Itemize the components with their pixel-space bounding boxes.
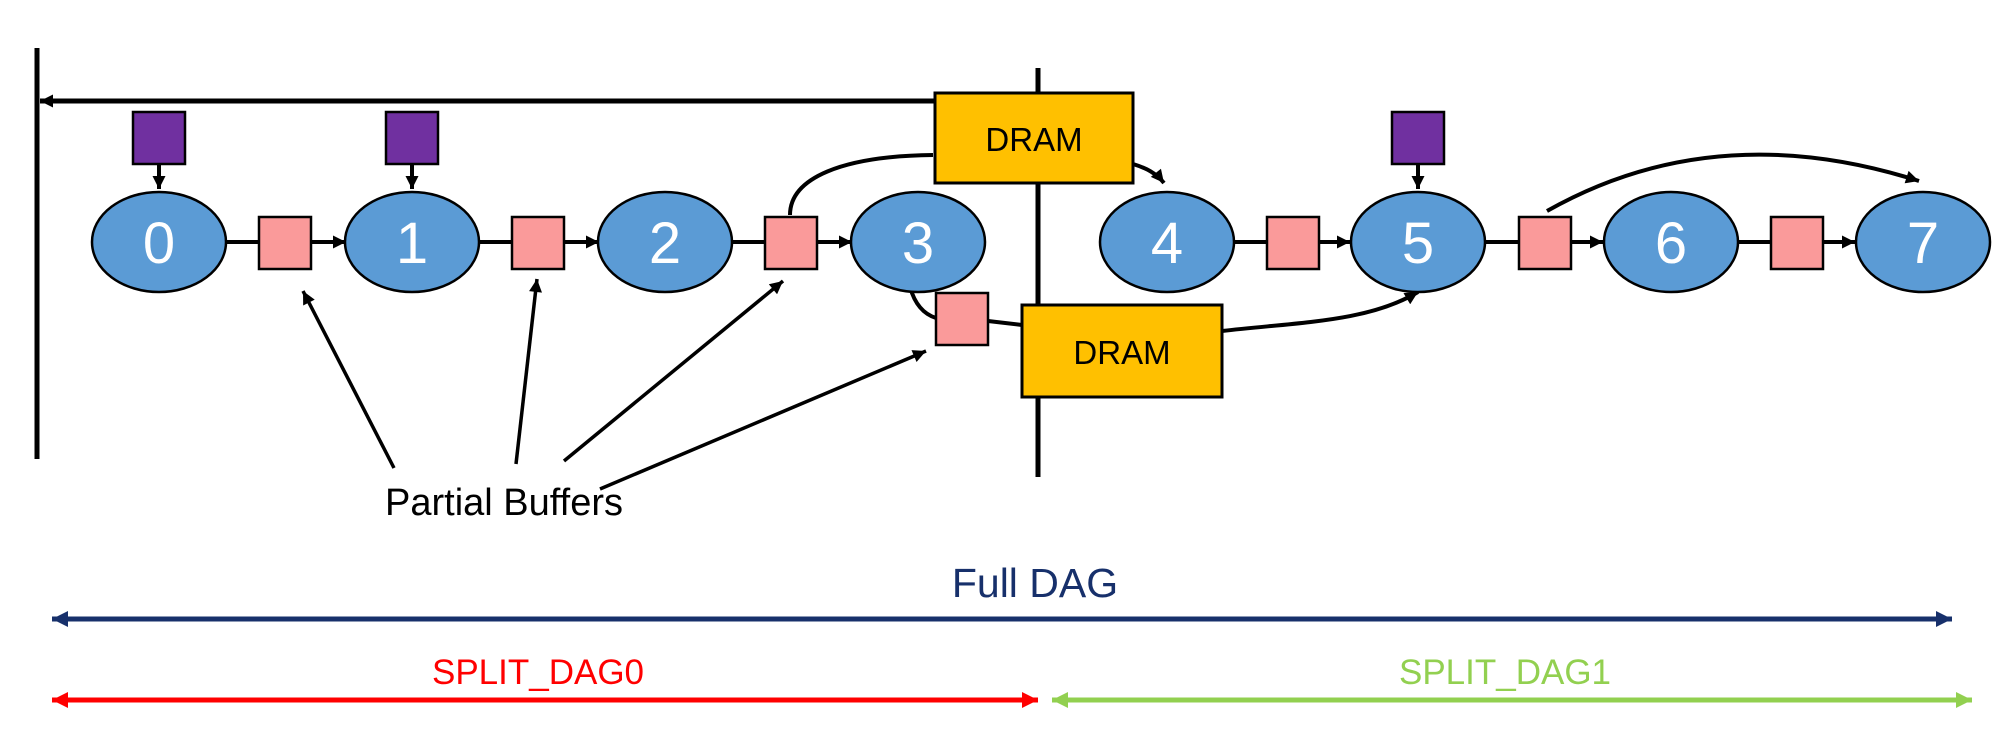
full-dag-label: Full DAG bbox=[952, 560, 1118, 606]
dag-node-3: 3 bbox=[849, 190, 987, 294]
node-label-3: 3 bbox=[902, 211, 934, 276]
split-dag1-label: SPLIT_DAG1 bbox=[1399, 653, 1611, 692]
node-label-4: 4 bbox=[1151, 211, 1183, 276]
node-label-7: 7 bbox=[1907, 211, 1939, 276]
partial-buffer-45 bbox=[1265, 215, 1321, 271]
node-label-1: 1 bbox=[396, 211, 428, 276]
node-ellipse-5 bbox=[1349, 190, 1487, 294]
partial-buffer-node3-spill bbox=[934, 291, 990, 347]
node-ellipse-4 bbox=[1098, 190, 1236, 294]
node-label-2: 2 bbox=[649, 211, 681, 276]
buffer5-to-node7-skip-arrow bbox=[1546, 152, 1920, 213]
dag-node-0: 0 bbox=[90, 190, 228, 294]
dag-node-2: 2 bbox=[596, 190, 734, 294]
node-ellipse-7 bbox=[1854, 190, 1992, 294]
pointer-to-buffer23-arrow bbox=[562, 279, 785, 463]
dram-top-label: DRAM bbox=[985, 121, 1082, 158]
dag-node-4: 4 bbox=[1098, 190, 1236, 294]
pointer-to-spill-buffer-arrow bbox=[599, 349, 927, 491]
pointer-to-buffer01-arrow bbox=[301, 290, 396, 469]
dram-bottom-label: DRAM bbox=[1073, 334, 1170, 371]
partial-buffer-12 bbox=[510, 215, 566, 271]
split-dag0-label: SPLIT_DAG0 bbox=[432, 653, 644, 692]
pointer-to-buffer12-arrow bbox=[514, 278, 542, 465]
dram-bottom-box bbox=[1020, 303, 1224, 399]
buffer3-to-dram-top-curve bbox=[788, 153, 934, 216]
partial-buffer-56 bbox=[1517, 215, 1573, 271]
input-square-node5 bbox=[1390, 110, 1446, 166]
dram-top: DRAM bbox=[933, 91, 1135, 185]
dram-top-box bbox=[933, 91, 1135, 185]
node-label-0: 0 bbox=[143, 211, 175, 276]
node-ellipse-3 bbox=[849, 190, 987, 294]
dag-node-6: 6 bbox=[1602, 190, 1740, 294]
dram-top-to-node4-arrow bbox=[1132, 162, 1166, 185]
input-square-node1 bbox=[384, 110, 440, 166]
node-label-6: 6 bbox=[1655, 211, 1687, 276]
node-ellipse-6 bbox=[1602, 190, 1740, 294]
node-label-5: 5 bbox=[1402, 211, 1434, 276]
partial-buffers-label: Partial Buffers bbox=[385, 482, 623, 524]
node-ellipse-1 bbox=[343, 190, 481, 294]
partial-buffer-01 bbox=[257, 215, 313, 271]
dram-bottom: DRAM bbox=[1020, 303, 1224, 399]
node-ellipse-0 bbox=[90, 190, 228, 294]
spill-buffer-to-dram-bottom-line bbox=[987, 319, 1023, 327]
dag-node-5: 5 bbox=[1349, 190, 1487, 294]
dag-node-1: 1 bbox=[343, 190, 481, 294]
partial-buffer-23 bbox=[763, 215, 819, 271]
dram-bottom-to-node5-arrow bbox=[1221, 290, 1420, 333]
node-ellipse-2 bbox=[596, 190, 734, 294]
dag-node-7: 7 bbox=[1854, 190, 1992, 294]
partial-buffer-67 bbox=[1769, 215, 1825, 271]
input-square-node0 bbox=[131, 110, 187, 166]
